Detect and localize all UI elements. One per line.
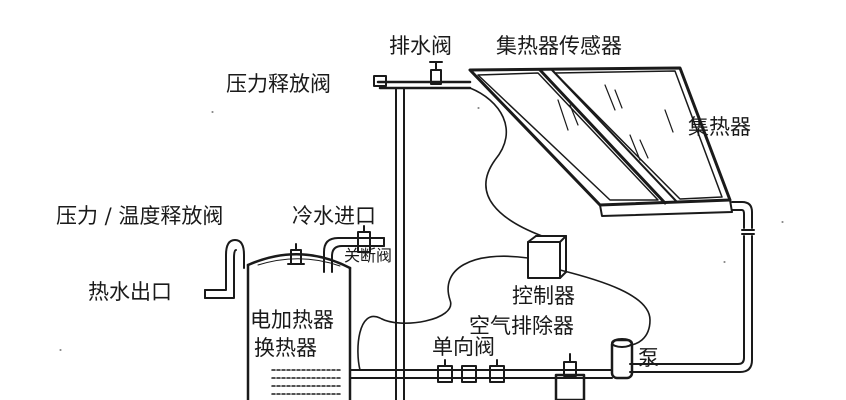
controller-label: 控制器	[512, 284, 575, 308]
control-wires	[357, 87, 651, 371]
return-pipe	[629, 201, 755, 373]
hot-water-outlet-pipe	[204, 239, 245, 299]
air-eliminator	[554, 353, 586, 400]
collector-label: 集热器	[688, 115, 751, 139]
pt-relief-valve-label: 压力 / 温度释放阀	[56, 204, 224, 228]
air-eliminator-label: 空气排除器	[469, 314, 574, 338]
storage-tank	[246, 243, 352, 400]
electric-heater-label: 电加热器	[250, 308, 334, 332]
cold-water-inlet-label: 冷水进口	[292, 204, 376, 228]
heat-exchanger-coil	[271, 369, 341, 395]
bottom-pipe	[349, 359, 613, 383]
top-pipe	[373, 61, 472, 90]
controller-box	[527, 235, 567, 279]
check-valve-label: 单向阀	[432, 335, 495, 359]
cold-water-inlet-pipe	[323, 225, 385, 273]
pressure-relief-valve-label: 压力释放阀	[226, 72, 331, 96]
vertical-pipe	[395, 87, 405, 400]
specks	[59, 107, 784, 351]
drain-valve-label: 排水阀	[389, 34, 452, 58]
collector-panel	[468, 66, 733, 217]
heat-exchanger-label: 换热器	[254, 336, 317, 360]
pump-label: 泵	[638, 346, 659, 370]
pump	[610, 338, 634, 380]
collector-sensor-label: 集热器传感器	[496, 34, 622, 58]
shutoff-valve-label: 关断阀	[344, 246, 393, 265]
hot-water-outlet-label: 热水出口	[88, 280, 172, 304]
